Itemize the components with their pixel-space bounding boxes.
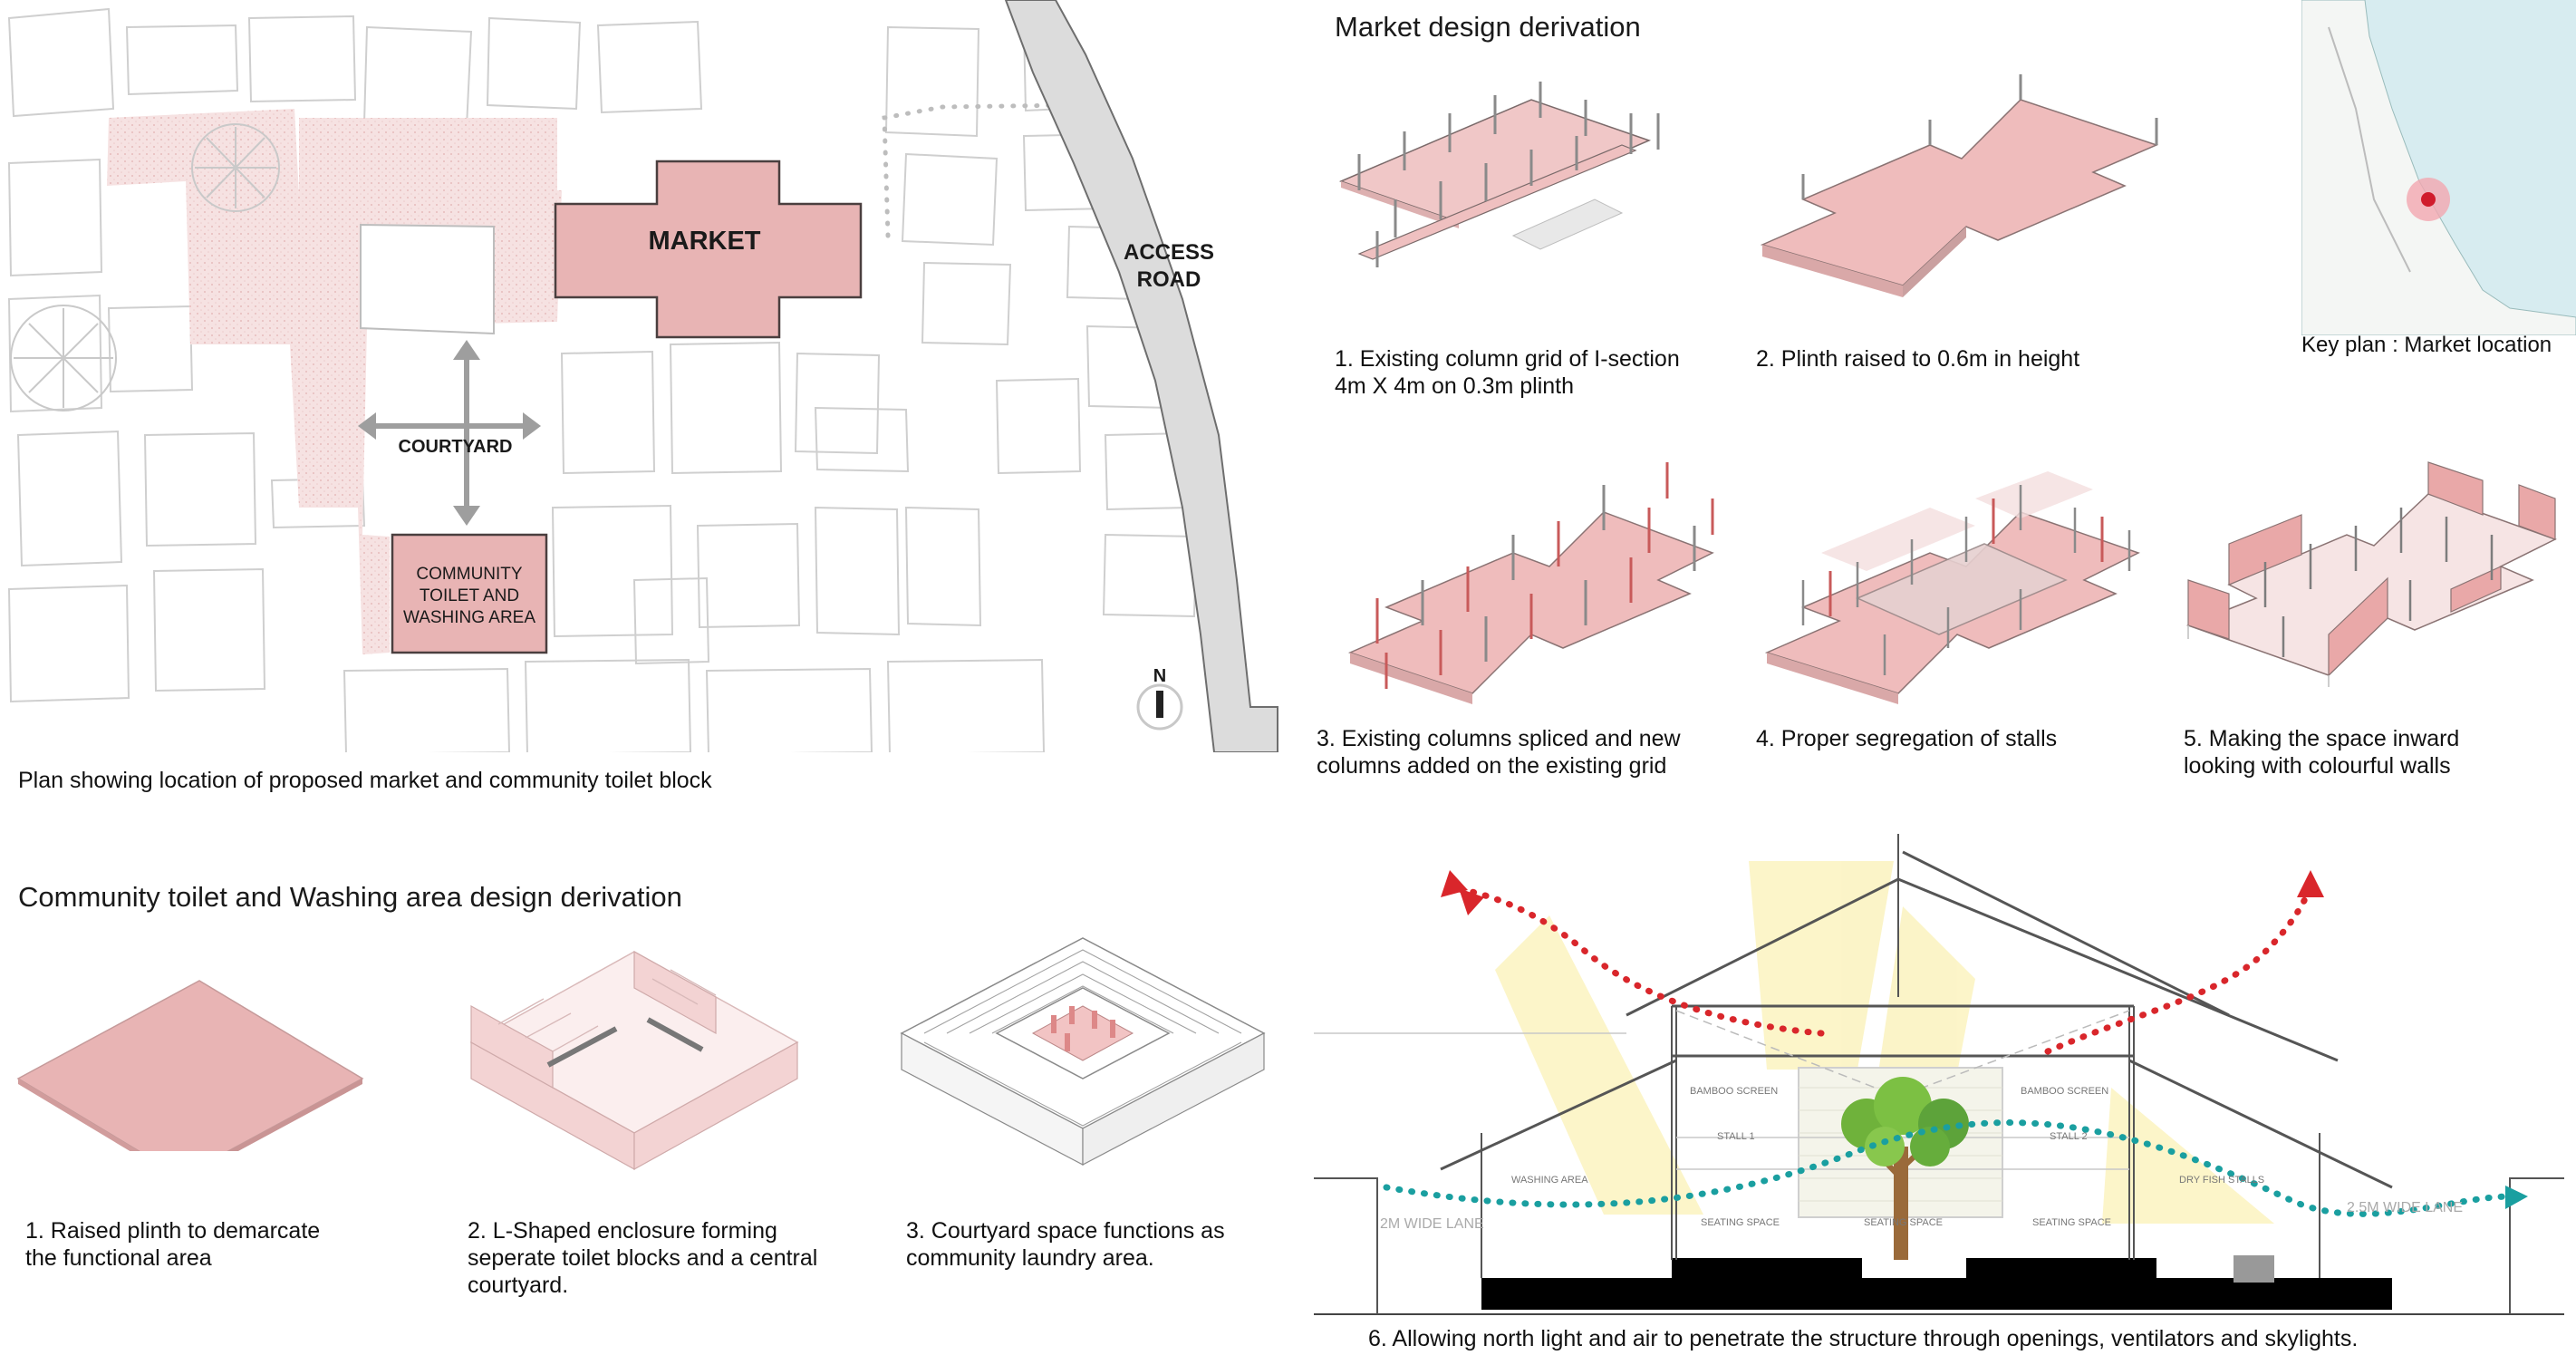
toilet-step-1-diagram [16,980,364,1151]
toilet-step-3-caption: 3. Courtyard space functions as communit… [906,1218,1225,1271]
market-step-1-diagram [1338,82,1660,267]
north-arrow-icon [1136,683,1183,731]
plan-caption: Plan showing location of proposed market… [18,768,712,793]
section-label-dry-fish: DRY FISH STALLS [2179,1175,2265,1186]
market-step-2-diagram [1760,74,2159,297]
market-derivation-title: Market design derivation [1335,11,1641,43]
section-label-lane-left: 2M WIDE LANE [1380,1216,1484,1232]
market-step-2-caption: 2. Plinth raised to 0.6m in height [1756,346,2080,372]
access-road-label: ACCESS ROAD [1123,240,1215,292]
market-step-4-caption: 4. Proper segregation of stalls [1756,726,2058,751]
courtyard-label: COURTYARD [398,437,513,457]
section-label-lane-right: 2.5M WIDE LANE [2347,1200,2464,1215]
key-plan-caption: Key plan : Market location [2301,333,2552,357]
site-plan [0,0,1282,752]
section-diagram [1314,834,2564,1315]
market-step-3-caption: 3. Existing columns spliced and new colu… [1317,726,1681,779]
section-label-bamboo-left: BAMBOO SCREEN [1690,1086,1779,1097]
section-label-seating-3: SEATING SPACE [2032,1217,2112,1228]
key-plan-map [2301,0,2576,335]
market-step-3-diagram [1347,462,1714,704]
toilet-step-2-diagram [469,950,799,1171]
toilet-step-2-caption: 2. L-Shaped enclosure forming seperate t… [468,1218,818,1298]
market-label: MARKET [648,227,761,256]
toilet-step-1-caption: 1. Raised plinth to demarcate the functi… [25,1218,321,1271]
section-label-stall-2: STALL 2 [2050,1131,2088,1142]
section-label-bamboo-right: BAMBOO SCREEN [2021,1086,2109,1097]
section-label-seating-1: SEATING SPACE [1701,1217,1780,1228]
section-caption: 6. Allowing north light and air to penet… [1368,1326,2359,1351]
toilet-step-3-diagram [900,937,1266,1166]
toilet-block-label: COMMUNITY TOILET AND WASHING AREA [402,565,536,627]
section-label-seating-2: SEATING SPACE [1864,1217,1944,1228]
market-step-5-diagram [2185,461,2557,687]
market-step-1-caption: 1. Existing column grid of I-section 4m … [1335,346,1680,399]
section-label-stall-1: STALL 1 [1717,1131,1755,1142]
north-label: N [1153,666,1167,686]
market-step-5-caption: 5. Making the space inward looking with … [2184,726,2460,779]
market-step-4-diagram [1764,471,2140,704]
toilet-derivation-title: Community toilet and Washing area design… [18,881,682,913]
section-label-washing-area: WASHING AREA [1511,1175,1588,1186]
